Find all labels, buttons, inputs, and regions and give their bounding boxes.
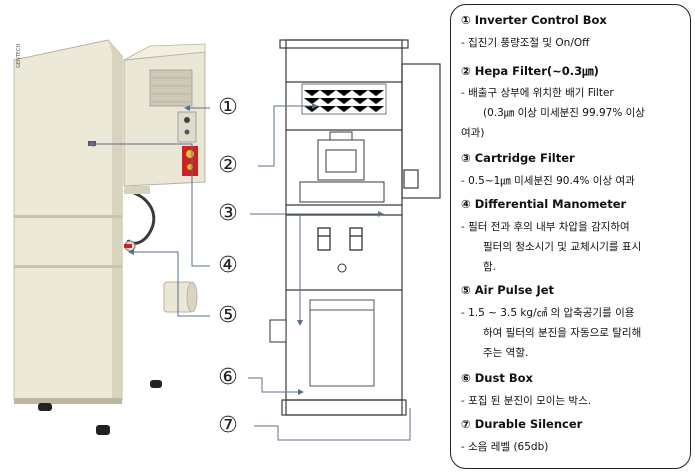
hose-bracket xyxy=(124,186,150,194)
manometer-gauge xyxy=(337,263,347,273)
side-port xyxy=(269,319,287,343)
section-line: - 집진기 풍량조절 및 On/Off xyxy=(461,37,590,49)
section-title-pulse-jet: ⑤ Air Pulse Jet xyxy=(461,283,555,297)
section-line: 하여 필터의 분진을 자동으로 탈리해 xyxy=(483,327,642,339)
callout-6: ⑥ xyxy=(218,365,238,390)
callout-1: ① xyxy=(218,95,238,120)
control-box xyxy=(123,43,206,187)
switch-knob xyxy=(184,117,190,123)
section-title-cartridge: ③ Cartridge Filter xyxy=(461,151,575,165)
caster-wheels xyxy=(38,380,162,435)
pulse-valves xyxy=(317,227,363,251)
section-line: 여과) xyxy=(461,127,485,139)
section-line: - 배출구 상부에 위치한 배기 Filter xyxy=(461,87,614,99)
drawing-leader-lines xyxy=(248,103,411,441)
section-line: - 포집 된 분진이 모이는 박스. xyxy=(461,395,592,407)
control-panel-plate xyxy=(177,111,197,143)
drawing-frame xyxy=(279,39,441,416)
red-valve xyxy=(124,244,132,248)
vent-grille xyxy=(149,69,193,107)
callout-7: ⑦ xyxy=(218,413,238,438)
callout-5: ⑤ xyxy=(218,303,238,328)
collector-cabinet xyxy=(13,39,123,404)
dust-collector-photo: GENTECH xyxy=(13,39,210,435)
section-line: - 1.5 ~ 3.5 kg/㎠ 의 압축공기를 이용 xyxy=(461,307,635,319)
callout-2: ② xyxy=(218,153,238,178)
section-line: - 소음 레벨 (65db) xyxy=(461,441,549,453)
section-line: - 0.5~1㎛ 미세분진 90.4% 이상 여과 xyxy=(461,175,635,187)
section-line: 주는 역할. xyxy=(483,347,529,359)
section-line: (0.3㎛ 이상 미세분진 99.97% 이상 xyxy=(483,107,645,119)
section-title-hepa: ② Hepa Filter(~0.3㎛) xyxy=(461,64,599,78)
callout-3: ③ xyxy=(218,201,238,226)
air-hose xyxy=(123,188,156,245)
section-title-inverter: ① Inverter Control Box xyxy=(461,13,607,27)
red-emergency-plate xyxy=(182,146,198,176)
component-description-panel: ① Inverter Control Box - 집진기 풍량조절 및 On/O… xyxy=(450,4,691,469)
section-line: 함. xyxy=(483,261,496,273)
callout-4: ④ xyxy=(218,253,238,278)
section-line: - 필터 전과 후의 내부 차압을 감지하여 xyxy=(461,221,630,233)
cartridge-filter xyxy=(309,299,375,387)
section-line: 필터의 청소시기 및 교체시기를 표시 xyxy=(483,241,642,253)
photo-callout-arrows xyxy=(88,105,210,317)
section-title-silencer: ⑦ Durable Silencer xyxy=(461,417,583,431)
section-title-dust-box: ⑥ Dust Box xyxy=(461,371,533,385)
section-title-manometer: ④ Differential Manometer xyxy=(461,197,627,211)
motor-assembly xyxy=(299,131,385,203)
brand-label: GENTECH xyxy=(16,44,22,68)
technical-drawing xyxy=(248,39,441,441)
